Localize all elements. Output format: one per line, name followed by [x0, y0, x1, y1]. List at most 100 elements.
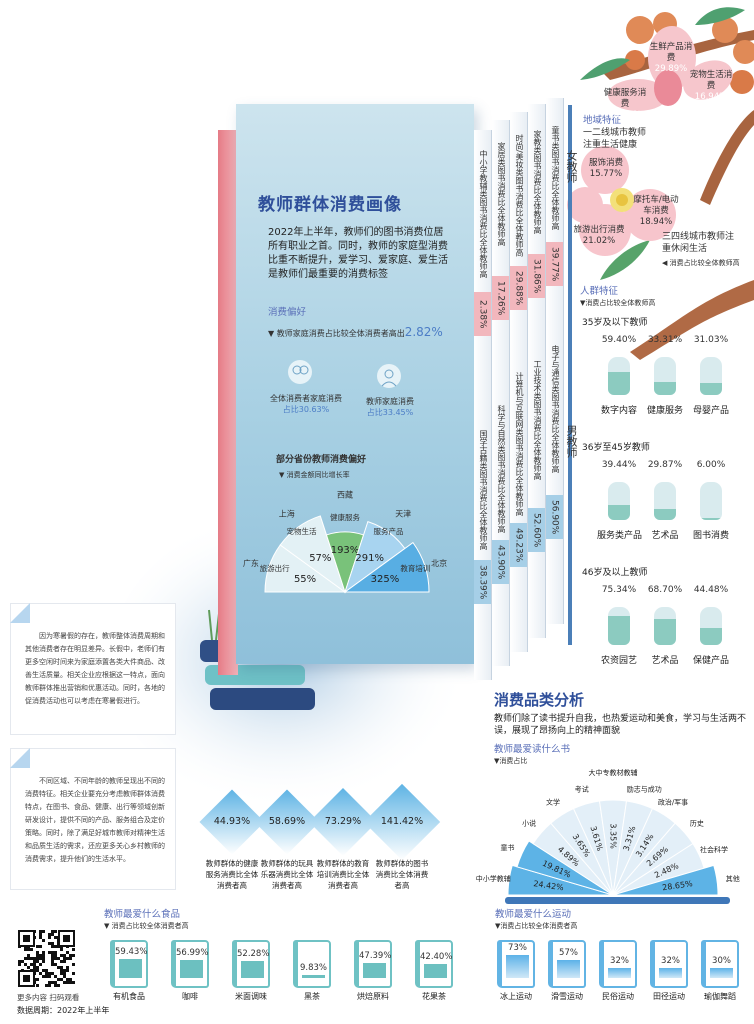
drip-bag-fill [608, 505, 630, 520]
fruits [625, 12, 754, 94]
preference-note-text: ▼ 教师家庭消费占比较全体消费者高出 [268, 329, 405, 338]
food-item-value: 52.28% [237, 949, 270, 960]
sports-item-value: 73% [508, 942, 527, 953]
book-category-label: 文学 [546, 798, 560, 807]
sports-item-value: 32% [610, 955, 629, 966]
drip-bag-icon [654, 482, 676, 520]
province-category: 宠物生活 [287, 526, 317, 536]
province-value: 325% [371, 574, 400, 585]
tier1-item-value: 29.89% [654, 64, 688, 74]
page-title: 教师群体消费画像 [258, 195, 402, 215]
book-category-label: 考试 [575, 784, 589, 793]
crowd-group-title: 46岁及以上教师 [582, 568, 648, 578]
book-category-label: 政治/军事 [658, 798, 688, 807]
food-book-icon: 56.99% [171, 940, 209, 988]
food-book-icon: 9.83% [293, 940, 331, 988]
sports-book-icon: 73% [497, 940, 535, 988]
sports-item-value: 30% [712, 956, 731, 967]
male-teacher-label: 男教师 [565, 425, 578, 458]
female-item-value: 2.38% [474, 292, 491, 336]
male-item-value: 43.90% [492, 540, 509, 584]
crowd-item-label: 保健产品 [692, 656, 729, 666]
analysis-desc: 教师们除了读书提升自我，也热爱运动和美食，学习与生活两不误，展现了昂扬向上的精神… [494, 714, 747, 736]
family-icon [288, 360, 312, 384]
tier3-item-value: 18.94% [639, 217, 673, 227]
crowd-item-value: 75.34% [601, 585, 637, 595]
food-item-value: 56.99% [176, 947, 209, 958]
crowd-item-value: 33.31% [647, 335, 683, 345]
food-bar-fill [180, 959, 203, 978]
drip-bag-icon [608, 482, 630, 520]
food-item-value: 42.40% [420, 952, 453, 963]
province-category: 教育培训 [400, 563, 430, 573]
crowd-item-value: 59.40% [601, 335, 637, 345]
crowd-group-title: 35岁及以下教师 [582, 318, 648, 328]
note-card-1: 因为寒暑假的存在，教师整体消费周期和其他消费者存在明显差异。长假中，老师们有更多… [10, 603, 176, 735]
food-book-icon: 52.28% [232, 940, 270, 988]
sports-bar-fill [659, 967, 682, 978]
female-item-text: 家居类图书消费比全体教师高 [497, 142, 506, 246]
female-teacher-label: 女教师 [565, 150, 578, 183]
drip-bag-icon [654, 607, 676, 645]
female-item-value: 29.88% [510, 266, 527, 310]
sports-bar-fill [506, 954, 529, 978]
food-book-icon: 59.43% [110, 940, 148, 988]
tier1-item-label: 宠物生活消费 [689, 70, 733, 91]
sports-book-icon: 32% [599, 940, 637, 988]
drip-bag-icon [700, 482, 722, 520]
drip-bag-fill [608, 616, 630, 645]
food-book-icon: 42.40% [415, 940, 453, 988]
book-page [528, 104, 546, 638]
book-category-label: 历史 [690, 818, 704, 827]
sports-book-icon: 30% [701, 940, 739, 988]
drip-bag-icon [608, 607, 630, 645]
food-item-value: 9.83% [299, 962, 327, 973]
branch [630, 280, 754, 360]
book-page [510, 112, 528, 652]
all-consumers-stat: 全体消费者家庭消费占比30.63% [268, 393, 344, 415]
book-category-value: 3.35% [609, 823, 618, 849]
analysis-heading: 消费品类分析 [494, 691, 585, 709]
crowd-item-value: 44.48% [693, 585, 729, 595]
teacher-icon [377, 364, 401, 388]
note-corner-2 [10, 748, 30, 768]
data-period: 数据周期：2022年上半年 [17, 1006, 110, 1015]
male-item-text: 工业技术类图书消费比全体教师高 [533, 360, 542, 480]
note-text-1: 因为寒暑假的存在，教师整体消费周期和其他消费者存在明显差异。长假中，老师们有更多… [25, 632, 165, 705]
books-heading: 教师最爱读什么书 [494, 744, 571, 755]
crowd-item-label: 母婴产品 [692, 406, 729, 416]
book-category-label: 童书 [500, 843, 514, 852]
book-spine [218, 130, 238, 675]
province-wedge [343, 541, 430, 593]
sports-item-label: 滑雪运动 [551, 992, 583, 1001]
book-page [474, 130, 492, 680]
province-value: 55% [294, 574, 316, 585]
drip-bag-fill [700, 517, 722, 520]
tier1-item-value: 24.99% [608, 110, 642, 120]
male-item-value: 38.39% [474, 560, 491, 604]
qr-code[interactable] [18, 930, 76, 988]
province-value: 193% [331, 545, 360, 556]
female-item-value: 31.86% [528, 254, 545, 298]
food-bar-fill [119, 958, 142, 978]
food-item-label: 咖啡 [182, 992, 198, 1001]
food-heading: 教师最爱什么食品 [104, 909, 181, 920]
province-name: 上海 [279, 508, 295, 518]
tier3-item-value: 15.77% [589, 169, 623, 179]
note-card-2: 不同区域、不同年龄的教师呈现出不同的消费特征。相关企业要充分考虑教师群体消费特点… [10, 748, 176, 890]
book-category-wedge [612, 864, 719, 896]
female-item-value: 17.26% [492, 276, 509, 320]
book-category-value: 28.65% [662, 879, 694, 892]
food-item-label: 黑茶 [304, 992, 320, 1001]
food-bar-fill [302, 974, 325, 978]
sports-item-label: 民俗运动 [602, 992, 634, 1001]
tier1-item-label: 生鲜产品消费 [649, 42, 693, 63]
book-category-label: 其他 [726, 874, 740, 883]
province-category: 服务产品 [373, 526, 403, 536]
diamond-value: 44.93% [213, 816, 251, 827]
book-category-label: 中小学教辅 [476, 874, 511, 883]
